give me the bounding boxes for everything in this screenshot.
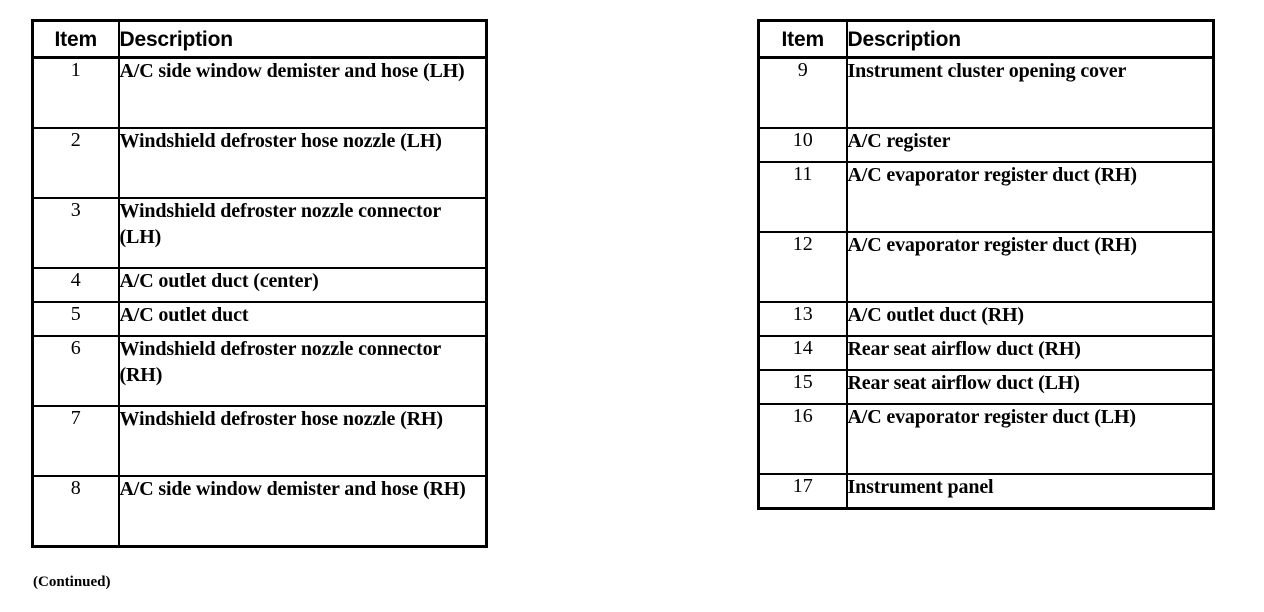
cell-item-number: 10 (758, 127, 848, 163)
cell-item-number: 13 (758, 301, 848, 337)
cell-description: A/C side window demister and hose (RH) (117, 475, 487, 547)
cell-item-number: 4 (32, 267, 120, 303)
cell-description: Rear seat airflow duct (RH) (845, 335, 1214, 371)
cell-item-number: 3 (32, 197, 120, 269)
table-row: 17 Instrument panel (758, 473, 1214, 509)
table-header-row: Item Description (758, 20, 1214, 59)
table-row: 16 A/C evaporator register duct (LH) (758, 403, 1214, 475)
cell-description: A/C evaporator register duct (LH) (845, 403, 1214, 475)
cell-item-number: 6 (32, 335, 120, 407)
cell-description: Windshield defroster nozzle connector (R… (117, 335, 487, 407)
table-row: 15 Rear seat airflow duct (LH) (758, 369, 1214, 405)
cell-description: A/C evaporator register duct (RH) (845, 161, 1214, 233)
parts-table-left: Item Description 1 A/C side window demis… (31, 19, 488, 548)
cell-description: Windshield defroster hose nozzle (LH) (117, 127, 487, 199)
cell-description: A/C outlet duct (117, 301, 487, 337)
table-row: 9 Instrument cluster opening cover (758, 56, 1214, 129)
cell-item-number: 5 (32, 301, 120, 337)
table-header-row: Item Description (32, 20, 487, 59)
cell-item-number: 7 (32, 405, 120, 477)
cell-description: Instrument panel (845, 473, 1214, 509)
cell-description: A/C side window demister and hose (LH) (117, 56, 487, 129)
table-row: 10 A/C register (758, 127, 1214, 163)
table-row: 14 Rear seat airflow duct (RH) (758, 335, 1214, 371)
table-row: 8 A/C side window demister and hose (RH) (32, 475, 487, 547)
cell-item-number: 12 (758, 231, 848, 303)
table-row: 7 Windshield defroster hose nozzle (RH) (32, 405, 487, 477)
parts-table-right-body: 9 Instrument cluster opening cover 10 A/… (758, 56, 1214, 509)
column-header-item: Item (758, 20, 848, 59)
column-header-item: Item (32, 20, 120, 59)
table-row: 2 Windshield defroster hose nozzle (LH) (32, 127, 487, 199)
parts-table-left-body: 1 A/C side window demister and hose (LH)… (32, 56, 487, 547)
continued-note: (Continued) (33, 574, 111, 590)
cell-item-number: 14 (758, 335, 848, 371)
table-row: 5 A/C outlet duct (32, 301, 487, 337)
cell-description: Instrument cluster opening cover (845, 56, 1214, 129)
cell-item-number: 2 (32, 127, 120, 199)
cell-item-number: 1 (32, 56, 120, 129)
cell-description: Rear seat airflow duct (LH) (845, 369, 1214, 405)
parts-table-right: Item Description 9 Instrument cluster op… (757, 19, 1215, 510)
cell-item-number: 11 (758, 161, 848, 233)
cell-description: A/C register (845, 127, 1214, 163)
cell-item-number: 16 (758, 403, 848, 475)
table-row: 11 A/C evaporator register duct (RH) (758, 161, 1214, 233)
cell-description: A/C outlet duct (RH) (845, 301, 1214, 337)
column-header-description: Description (117, 20, 487, 59)
cell-description: A/C outlet duct (center) (117, 267, 487, 303)
column-header-description: Description (845, 20, 1214, 59)
cell-item-number: 8 (32, 475, 120, 547)
table-row: 13 A/C outlet duct (RH) (758, 301, 1214, 337)
table-row: 3 Windshield defroster nozzle connector … (32, 197, 487, 269)
cell-item-number: 17 (758, 473, 848, 509)
table-row: 6 Windshield defroster nozzle connector … (32, 335, 487, 407)
cell-description: Windshield defroster hose nozzle (RH) (117, 405, 487, 477)
cell-description: Windshield defroster nozzle connector (L… (117, 197, 487, 269)
table-row: 1 A/C side window demister and hose (LH) (32, 56, 487, 129)
table-row: 12 A/C evaporator register duct (RH) (758, 231, 1214, 303)
cell-description: A/C evaporator register duct (RH) (845, 231, 1214, 303)
cell-item-number: 9 (758, 56, 848, 129)
table-row: 4 A/C outlet duct (center) (32, 267, 487, 303)
cell-item-number: 15 (758, 369, 848, 405)
